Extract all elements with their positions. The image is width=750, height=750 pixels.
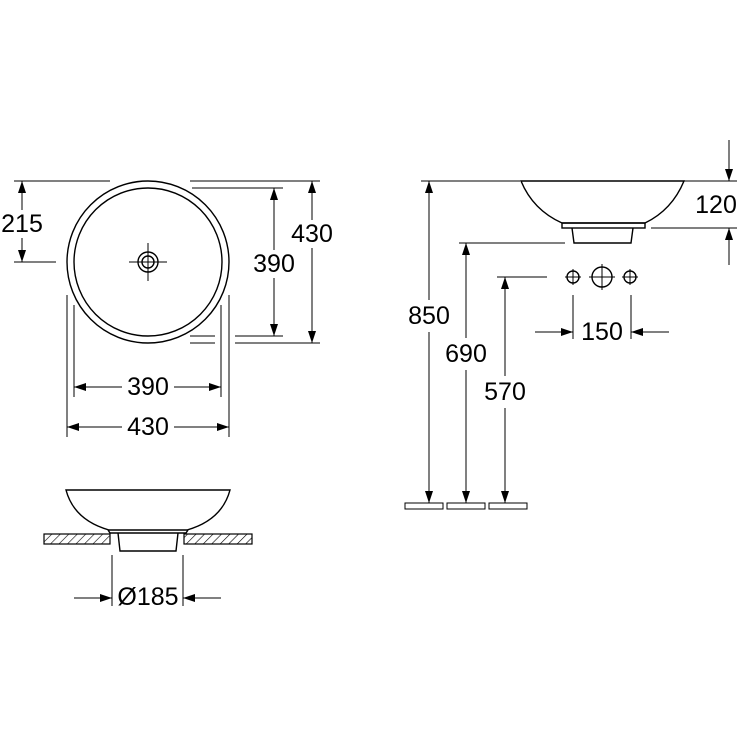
dim-215: 215 bbox=[1, 210, 43, 238]
basin-bowl-side bbox=[519, 180, 686, 224]
top-view: 215 390 430 390 430 bbox=[1, 180, 333, 441]
dim-430-vertical: 430 bbox=[291, 220, 333, 248]
floor-block bbox=[446, 502, 486, 510]
tap-hole-left-icon bbox=[565, 269, 581, 285]
dim-430-horizontal: 430 bbox=[127, 413, 169, 441]
dim-390-vertical: 390 bbox=[253, 250, 295, 278]
dim-390-horizontal: 390 bbox=[127, 373, 169, 401]
tap-hole-center-icon bbox=[589, 264, 615, 290]
dim-outlet-diameter: Ø185 bbox=[117, 583, 178, 611]
floor-block bbox=[488, 502, 528, 510]
dim-150: 150 bbox=[581, 318, 623, 346]
countertop-left bbox=[43, 533, 111, 545]
drain-icon bbox=[129, 243, 167, 281]
floor-block bbox=[404, 502, 444, 510]
basin-outer-rim bbox=[66, 180, 230, 344]
dim-690: 690 bbox=[445, 340, 487, 368]
basin-foot-side bbox=[571, 227, 634, 244]
dim-570: 570 bbox=[484, 378, 526, 406]
tap-hole-right-icon bbox=[622, 269, 638, 285]
countertop-right bbox=[183, 533, 253, 545]
basin-bowl bbox=[65, 489, 231, 531]
basin-foot bbox=[117, 532, 179, 552]
side-view: 120 850 690 570 1 bbox=[404, 140, 737, 510]
front-section-view: Ø185 bbox=[43, 489, 253, 611]
dim-120: 120 bbox=[695, 191, 737, 219]
dim-850: 850 bbox=[408, 302, 450, 330]
basin-inner-rim bbox=[73, 187, 223, 337]
